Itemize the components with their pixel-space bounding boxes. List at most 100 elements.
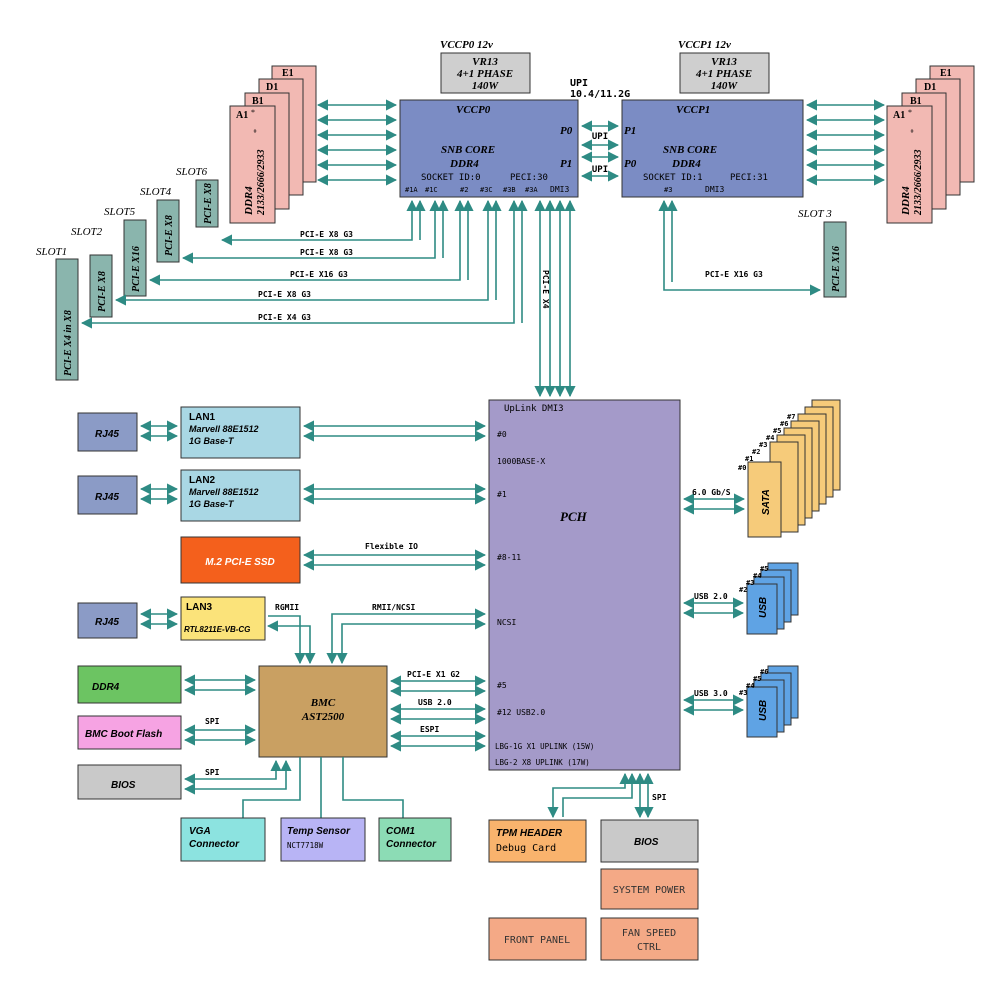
pch-port-12: #12 USB2.0 bbox=[497, 708, 545, 717]
cpu0-port-3a: #3A bbox=[525, 186, 538, 194]
pch-lbg1: LBG-1G X1 UPLINK (15W) bbox=[495, 742, 594, 751]
pch-title: PCH bbox=[560, 509, 588, 524]
fan-speed-ctrl: FAN SPEED CTRL bbox=[600, 917, 699, 961]
flexible-io-label: Flexible IO bbox=[365, 541, 418, 551]
usb2-port-5: #5 bbox=[760, 565, 768, 573]
m2-ssd: M.2 PCI-E SSD bbox=[180, 536, 301, 584]
vr1-line3: 140W bbox=[711, 80, 739, 92]
usb3-label: USB bbox=[758, 700, 769, 721]
usb3-stack: USB #3 #4 #5 #6 bbox=[739, 665, 799, 738]
vr0-line1: VR13 bbox=[472, 56, 498, 68]
lan3-links: RGMII RMII/NCSI bbox=[139, 603, 487, 665]
pcie-port-pairs bbox=[414, 199, 528, 323]
lan3-block: LAN3 RTL8211E-VB-CG bbox=[180, 596, 266, 641]
boot-flash-label: BMC Boot Flash bbox=[85, 729, 162, 740]
dmi-link-label: PCI-E X4 bbox=[541, 270, 550, 309]
vr1-block: VCCP1 12v VR13 4+1 PHASE 140W bbox=[678, 39, 770, 94]
dimm-right-e1: E1 bbox=[940, 68, 952, 79]
cpu0-socket: SOCKET ID:0 bbox=[421, 173, 481, 183]
sata-stack: SATA #0 #1 #2 #3 #4 #5 #6 #7 bbox=[738, 399, 841, 538]
upi-speed: 10.4/11.2G bbox=[570, 89, 630, 100]
usb2-port-4: #4 bbox=[753, 572, 761, 580]
temp-line1: Temp Sensor bbox=[287, 826, 351, 837]
bios-right-label: BIOS bbox=[634, 837, 659, 848]
dimm-left-speed: 2133/2666/2933 bbox=[256, 149, 267, 216]
slot3: SLOT 3 PCI-E X16 bbox=[798, 208, 847, 298]
cpu1-core: SNB CORE bbox=[663, 144, 717, 156]
lan1-speed: 1G Base-T bbox=[189, 436, 235, 446]
bmc-ddr4: DDR4 bbox=[77, 665, 182, 704]
dimm-right-speed-mark: * bbox=[909, 129, 918, 133]
cpu0-mem: DDR4 bbox=[449, 158, 479, 170]
sata-port-4: #4 bbox=[766, 434, 774, 442]
cpu1-dmi: DMI3 bbox=[705, 185, 724, 194]
slot3-name: SLOT 3 bbox=[798, 208, 832, 220]
upi-label-b: UPI bbox=[592, 165, 608, 175]
rgmii-label: RGMII bbox=[275, 603, 299, 612]
dimm-group-right: E1 D1 B1 A1 * DDR4 2133/2666/2933 * bbox=[886, 65, 975, 224]
cpu1-port-3: #3 bbox=[664, 186, 672, 194]
sata-label: SATA bbox=[761, 489, 772, 515]
usb2-label: USB bbox=[758, 597, 769, 618]
lan2-title: LAN2 bbox=[189, 475, 216, 486]
usb2-port-3: #3 bbox=[746, 579, 754, 587]
slot5-name: SLOT5 bbox=[104, 206, 136, 218]
sata-port-1: #1 bbox=[745, 455, 753, 463]
com1-connector: COM1 Connector bbox=[378, 817, 452, 862]
pch-uplink: UpLink DMI3 bbox=[504, 404, 564, 414]
rj45-2-label: RJ45 bbox=[95, 492, 119, 503]
bmc-ddr4-label: DDR4 bbox=[92, 682, 120, 693]
dimm-right-speed: 2133/2666/2933 bbox=[913, 149, 924, 216]
bmc-bottom-links bbox=[242, 757, 404, 818]
usb3-port-5: #5 bbox=[753, 675, 761, 683]
cpu1-p0: P0 bbox=[624, 158, 637, 170]
pcie-link-label-2: PCI-E X8 G3 bbox=[300, 248, 353, 257]
tpm-header: TPM HEADER Debug Card bbox=[488, 819, 587, 863]
front-panel-label: FRONT PANEL bbox=[504, 935, 570, 946]
usb3-links: USB 3.0 bbox=[682, 689, 745, 716]
pcie-link-cpu1: PCI-E X16 G3 bbox=[658, 199, 822, 296]
temp-line2: NCT7718W bbox=[287, 841, 324, 850]
vr0-title: VCCP0 12v bbox=[440, 39, 493, 51]
vr0-line3: 140W bbox=[472, 80, 500, 92]
cpu0-vcc: VCCP0 bbox=[456, 104, 491, 116]
dimm-right-d1: D1 bbox=[924, 82, 936, 93]
vr0-line2: 4+1 PHASE bbox=[456, 68, 513, 80]
rj45-1-label: RJ45 bbox=[95, 429, 119, 440]
dimm-left-type: DDR4 bbox=[243, 186, 255, 216]
front-panel: FRONT PANEL bbox=[488, 917, 587, 961]
cpu0-dmi: DMI3 bbox=[550, 185, 569, 194]
slot3-label: PCI-E X16 bbox=[831, 246, 842, 292]
bmc-espi-label: ESPI bbox=[420, 725, 439, 734]
bmc-boot-flash: BMC Boot Flash bbox=[77, 715, 182, 750]
boot-flash-links: SPI bbox=[183, 717, 257, 746]
cpu1-vcc: VCCP1 bbox=[676, 104, 710, 116]
slot4-label: PCI-E X8 bbox=[164, 215, 175, 256]
cpu1-socket: SOCKET ID:1 bbox=[643, 173, 703, 183]
cpu0-port-1a: #1A bbox=[405, 186, 418, 194]
slot2-label: PCI-E X8 bbox=[97, 271, 108, 312]
dimm-right-a1: A1 bbox=[893, 110, 905, 121]
pch-1000base: 1000BASE-X bbox=[497, 457, 545, 466]
cpu0-core: SNB CORE bbox=[441, 144, 495, 156]
slot4-name: SLOT4 bbox=[140, 186, 172, 198]
dimm-group-left: E1 D1 B1 A1 * DDR4 2133/2666/2933 * bbox=[229, 65, 317, 224]
spi-label-1: SPI bbox=[205, 717, 220, 726]
sata-port-2: #2 bbox=[752, 448, 760, 456]
spi-label-2: SPI bbox=[205, 768, 220, 777]
pch-bottom-links: SPI bbox=[547, 772, 667, 819]
rmii-ncsi-label: RMII/NCSI bbox=[372, 603, 416, 612]
slot6-name: SLOT6 bbox=[176, 166, 208, 178]
rj45-3: RJ45 bbox=[77, 602, 138, 639]
dimm-left-a1-mark: * bbox=[251, 108, 255, 117]
lan1-chip: Marvell 88E1512 bbox=[189, 424, 259, 434]
spi-label-3: SPI bbox=[652, 793, 667, 802]
vr1-title: VCCP1 12v bbox=[678, 39, 731, 51]
lan1-links bbox=[139, 420, 487, 442]
cpu1-block: VCCP1 P1 SNB CORE DDR4 P0 SOCKET ID:1 PE… bbox=[621, 99, 804, 198]
bmc-pch-links: PCI-E X1 G2 USB 2.0 ESPI bbox=[389, 670, 487, 752]
sata-port-5: #5 bbox=[773, 427, 781, 435]
cpu1-mem: DDR4 bbox=[671, 158, 701, 170]
